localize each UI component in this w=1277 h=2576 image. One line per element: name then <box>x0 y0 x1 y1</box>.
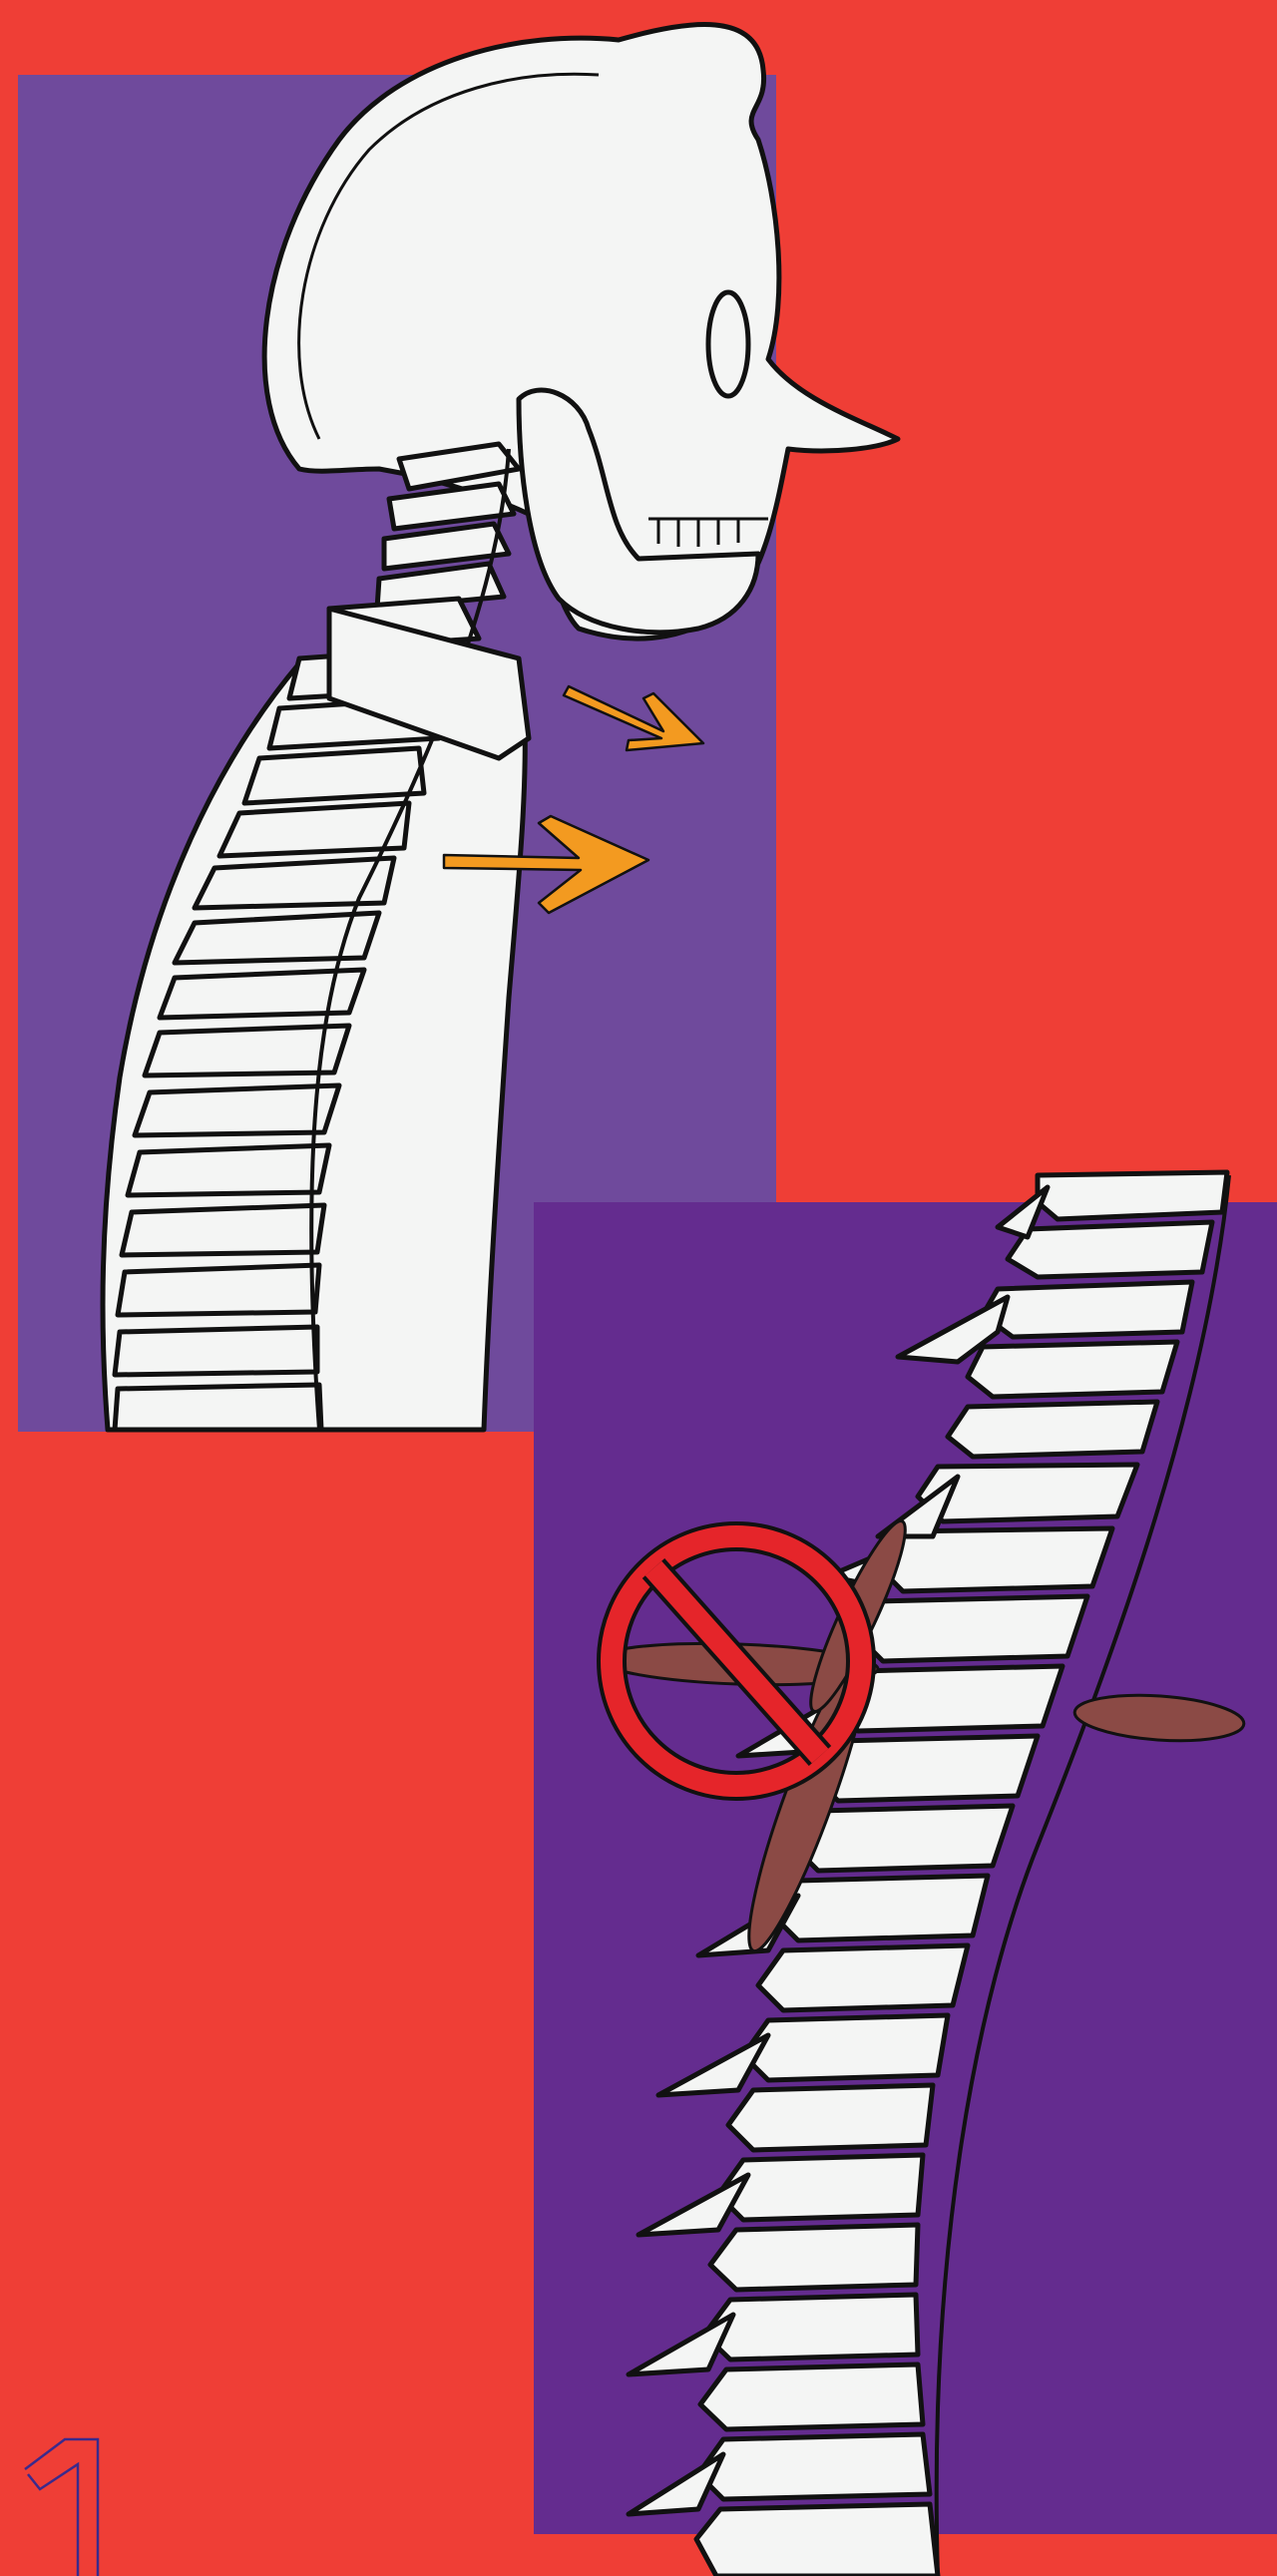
eye-socket <box>708 292 748 396</box>
